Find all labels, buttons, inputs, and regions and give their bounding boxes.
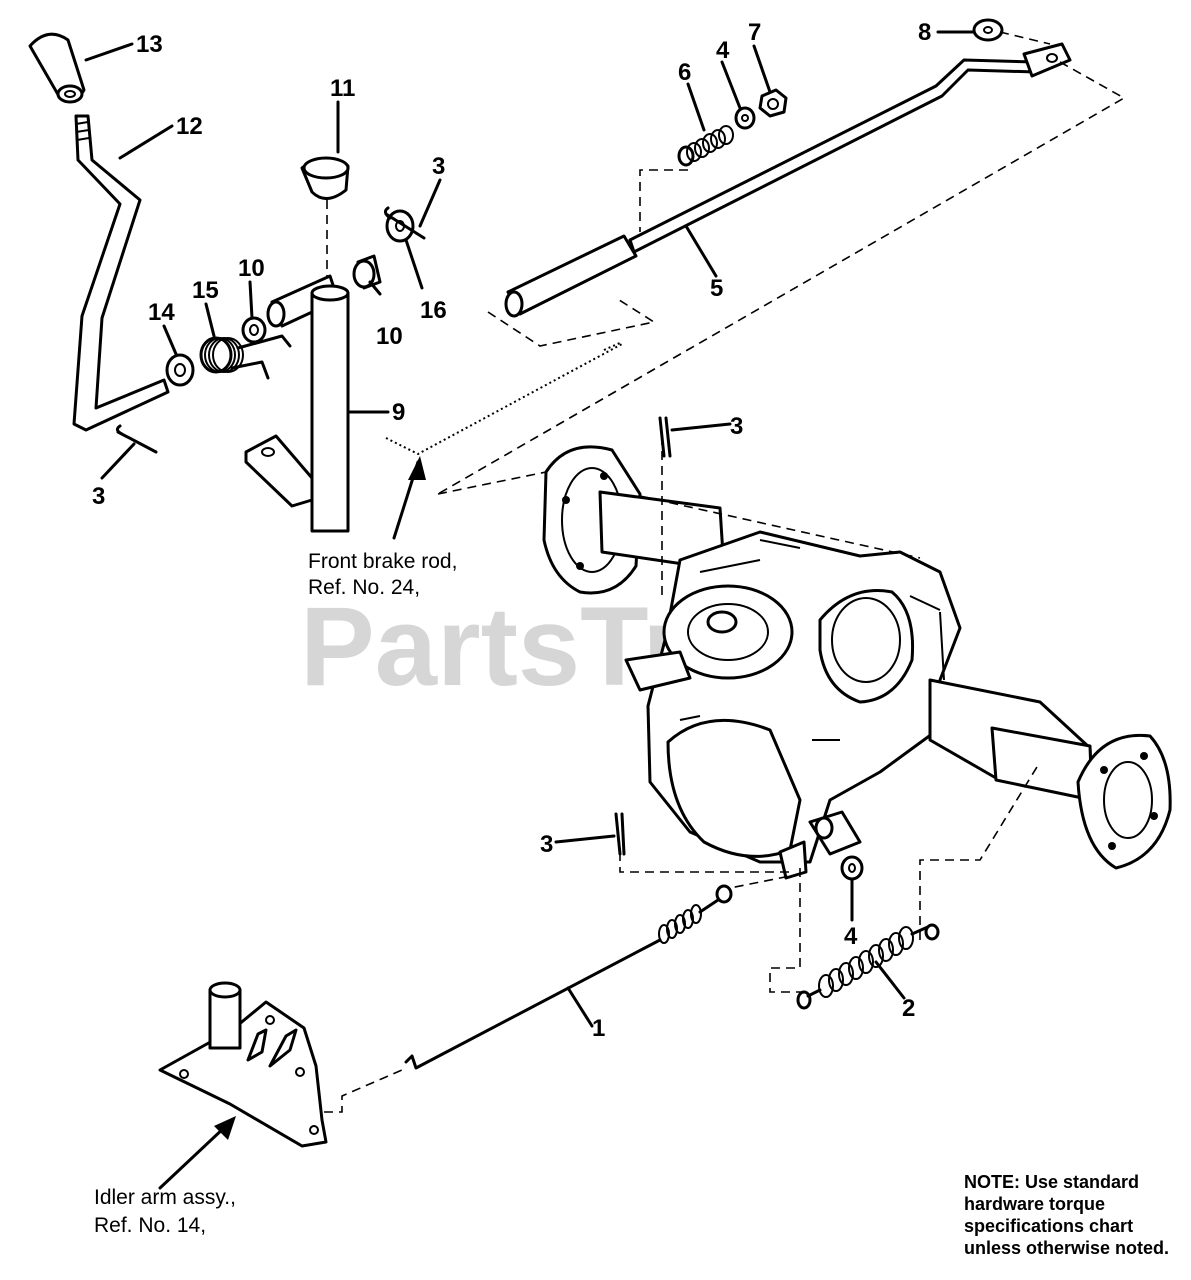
- callout-2: 2: [902, 995, 915, 1022]
- callout-10-right: 10: [376, 323, 403, 350]
- callout-3-lower: 3: [540, 831, 553, 858]
- part-6-spring: [677, 125, 734, 167]
- callout-8: 8: [918, 19, 931, 46]
- callout-7: 7: [748, 19, 761, 46]
- part-9-pivot-tube: [244, 274, 350, 533]
- part-7-nut: [758, 88, 788, 118]
- callout-14: 14: [148, 299, 175, 326]
- callout-1: 1: [592, 1015, 605, 1042]
- part-3-cotter-pin-top: [658, 416, 672, 458]
- part-8-washer: [972, 18, 1004, 42]
- callout-11: 11: [330, 75, 355, 102]
- part-10-bushing-right: [352, 254, 382, 290]
- part-13-shift-knob: [28, 32, 86, 104]
- part-10-bushing-left: [241, 316, 267, 344]
- front-brake-rod-reference: [385, 341, 623, 456]
- idler-arm-assembly: [158, 981, 328, 1148]
- part-12-shift-lever: [72, 114, 170, 432]
- part-11-bushing: [300, 156, 350, 200]
- callout-4-upper: 4: [716, 37, 730, 64]
- transaxle-housing: [542, 445, 1172, 880]
- callout-6: 6: [678, 59, 691, 86]
- part-4-washer-upper: [734, 106, 756, 130]
- callout-10-left: 10: [238, 255, 265, 282]
- part-3-cotter-pin-lever: [115, 424, 158, 454]
- callout-5: 5: [710, 275, 723, 302]
- idler-arm-arrow-head: [214, 1116, 236, 1140]
- callout-3-transaxle: 3: [730, 413, 743, 440]
- front-brake-rod-label-line2: Ref. No. 24,: [308, 576, 420, 599]
- idler-arm-label-line1: Idler arm assy.,: [94, 1186, 236, 1209]
- part-14-washer: [165, 353, 195, 387]
- callout-13: 13: [136, 31, 163, 58]
- note-line4: unless otherwise noted.: [964, 1238, 1169, 1258]
- callout-12: 12: [176, 113, 203, 140]
- callout-15: 15: [192, 277, 219, 304]
- front-brake-arrow-head: [408, 456, 426, 480]
- callout-4-lower: 4: [844, 923, 858, 950]
- idler-arm-label-line2: Ref. No. 14,: [94, 1214, 206, 1237]
- callout-3-lever: 3: [92, 483, 105, 510]
- idler-arm-arrow-shaft: [158, 1124, 228, 1190]
- part-5-shift-rod: [504, 42, 1072, 318]
- part-3-cotter-pin-bottom: [614, 812, 626, 856]
- note-line1: NOTE: Use standard: [964, 1172, 1139, 1192]
- part-15-torsion-spring: [199, 334, 292, 380]
- callout-3-upper: 3: [432, 153, 445, 180]
- part-1-clutch-rod: [404, 884, 733, 1070]
- callout-16: 16: [420, 297, 447, 324]
- callout-9: 9: [392, 399, 405, 426]
- part-3-cotter-pin-upper: [383, 206, 426, 240]
- leader-lines: [84, 30, 976, 1028]
- note-line2: hardware torque: [964, 1194, 1105, 1214]
- part-4-washer-lower: [840, 855, 864, 881]
- front-brake-rod-label-line1: Front brake rod,: [308, 550, 457, 573]
- note-line3: specifications chart: [964, 1216, 1133, 1236]
- part-2-extension-spring: [796, 923, 940, 1010]
